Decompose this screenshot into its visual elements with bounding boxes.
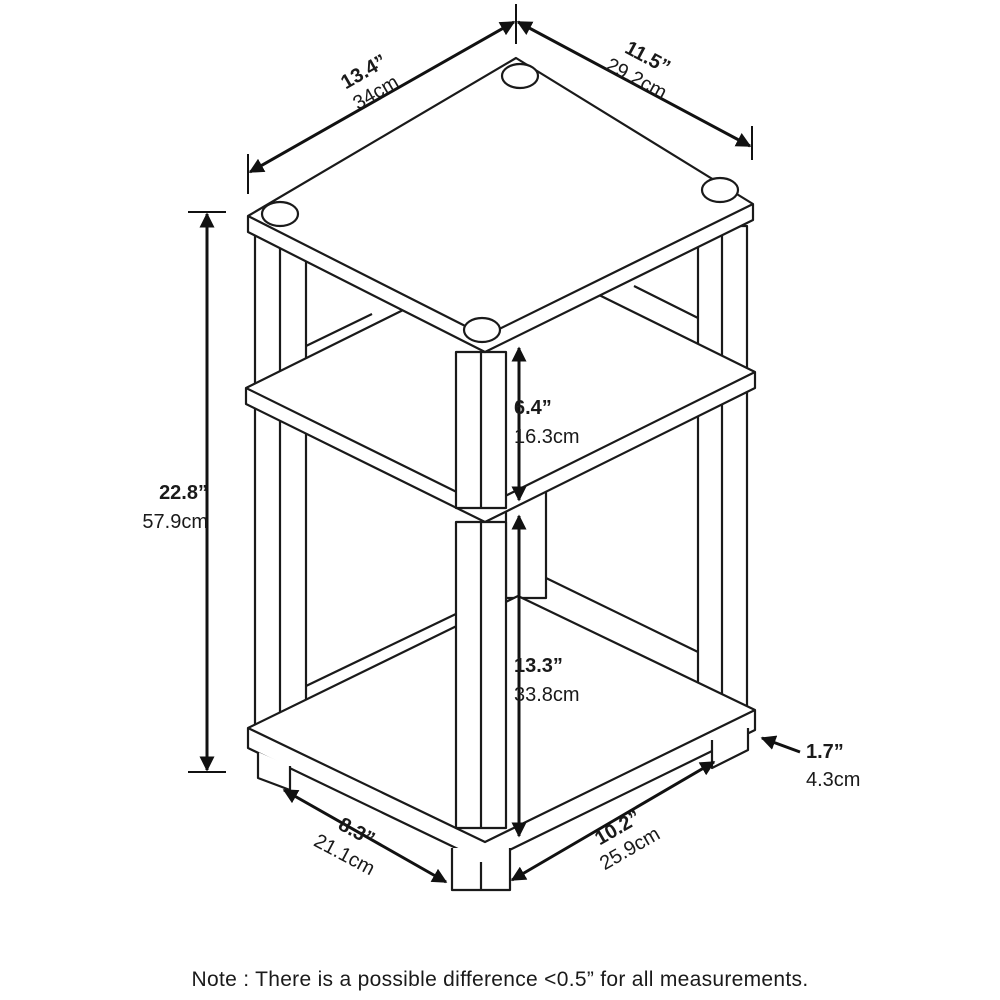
foot-height-cm: 4.3cm [806,769,860,791]
lower-clearance-inches: 13.3” [514,655,563,677]
foot-height-inches: 1.7” [806,741,844,763]
back-right-leg [696,224,749,718]
lower-clearance-cm: 33.8cm [514,684,580,706]
total-height-cm: 57.9cm [142,511,208,533]
shelf-unit-drawing [244,56,757,892]
front-leg-lower [454,520,508,830]
dimension-lines [188,4,801,884]
front-leg-upper [454,350,508,510]
front-left-leg [253,234,308,742]
measurement-note: Note : There is a possible difference <0… [191,968,809,991]
total-height-inches: 22.8” [159,482,208,504]
upper-clearance-inches: 6.4” [514,397,552,419]
upper-clearance-cm: 16.3cm [514,426,580,448]
